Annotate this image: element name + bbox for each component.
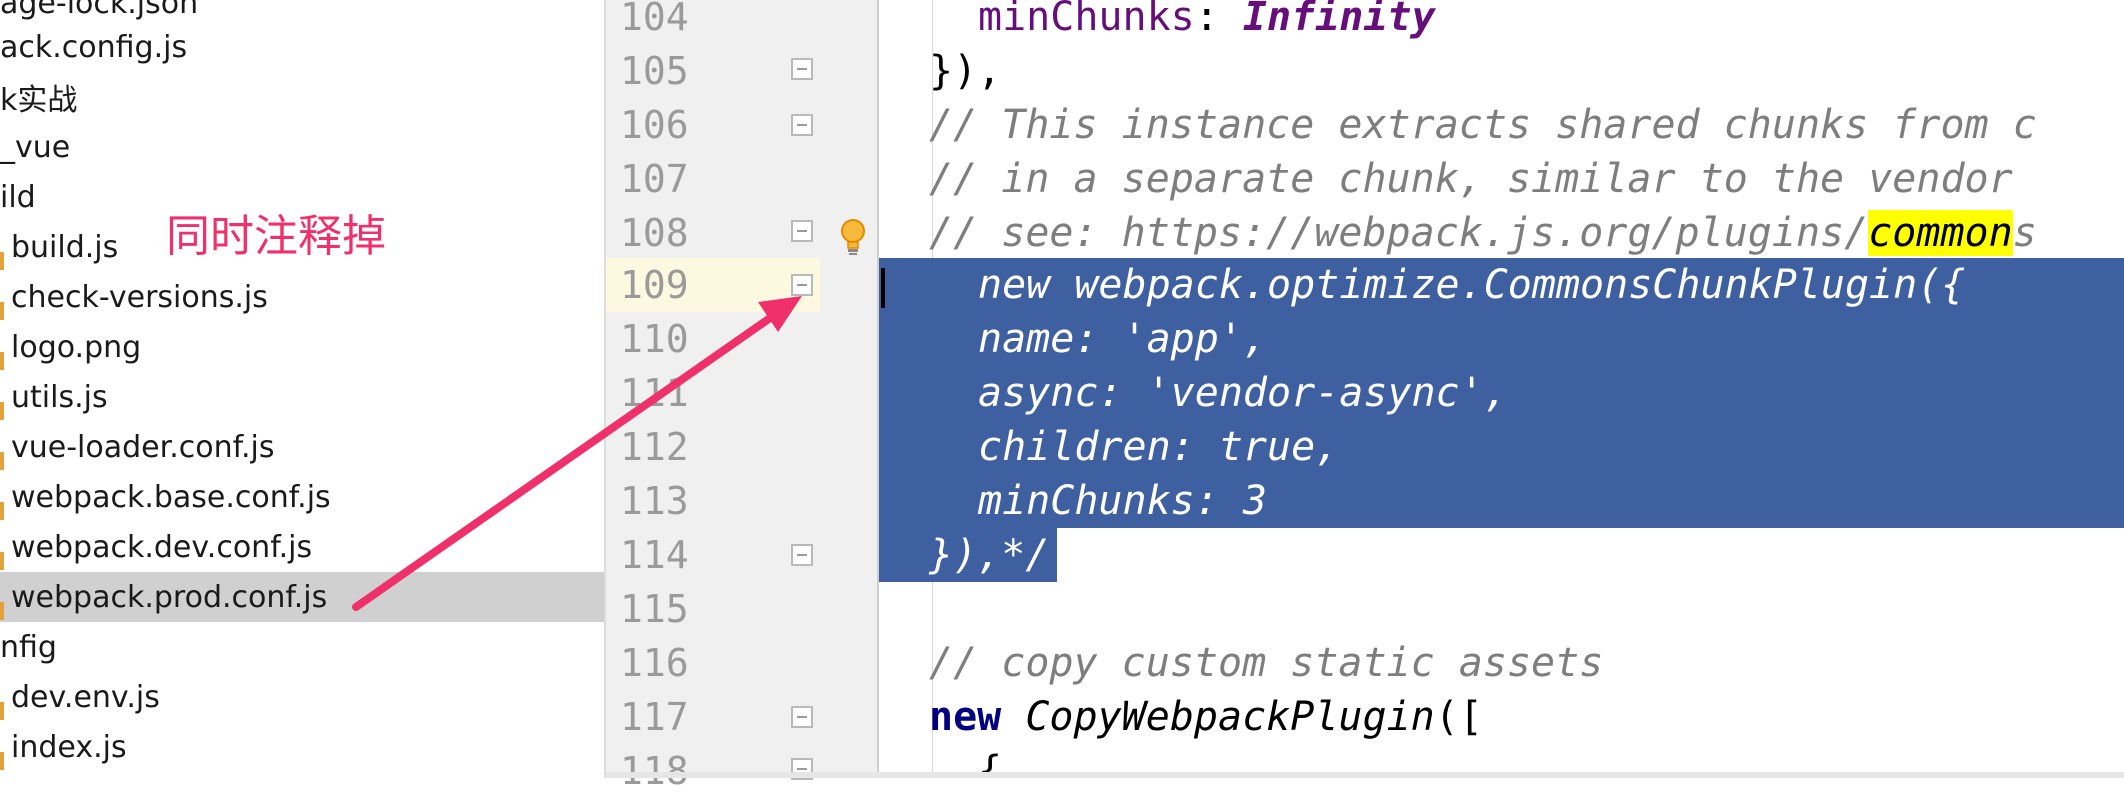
code-line-104[interactable]: minChunks: Infinity xyxy=(978,0,1436,44)
fold-start-icon[interactable] xyxy=(791,706,813,728)
js-file-icon xyxy=(0,302,4,320)
tree-item-label: build.js xyxy=(11,229,119,265)
gutter-separator xyxy=(877,0,879,778)
code-line-113[interactable]: minChunks: 3 xyxy=(978,478,1267,524)
tree-item-label: logo.png xyxy=(11,329,142,365)
js-file-icon xyxy=(0,402,4,420)
line-number[interactable]: 113 xyxy=(620,479,689,523)
tree-item-index-js[interactable]: index.js xyxy=(0,722,604,772)
tree-item-label: k实战 xyxy=(0,83,78,118)
tree-item-label: nfig xyxy=(0,629,57,665)
tree-item-label: check-versions.js xyxy=(11,279,268,315)
fold-end-icon[interactable] xyxy=(791,544,813,566)
js-file-icon xyxy=(0,702,4,720)
fold-start-icon[interactable] xyxy=(791,114,813,136)
line-number[interactable]: 108 xyxy=(620,211,689,255)
tree-folder-vue[interactable]: _vue xyxy=(0,122,604,172)
code-token-constant: Infinity xyxy=(1242,0,1436,40)
code-token-key: minChunks xyxy=(978,0,1195,40)
editor-gutter: 104 105 106 107 108 109 110 111 112 113 … xyxy=(606,0,880,793)
tree-item-webpack-base-conf[interactable]: webpack.base.conf.js xyxy=(0,472,604,522)
js-file-icon xyxy=(0,602,4,620)
js-file-icon xyxy=(0,752,4,770)
tree-item-label: utils.js xyxy=(11,379,108,415)
line-number[interactable]: 116 xyxy=(620,641,689,685)
code-line-112[interactable]: children: true, xyxy=(978,424,1340,470)
tree-item-webpack-prod-conf[interactable]: webpack.prod.conf.js xyxy=(0,572,604,622)
tree-folder-build[interactable]: ild xyxy=(0,172,604,222)
code-line-117[interactable]: new CopyWebpackPlugin([ xyxy=(929,690,1483,744)
code-line-110[interactable]: name: 'app', xyxy=(978,316,1267,362)
code-line-116[interactable]: // copy custom static assets xyxy=(929,640,1604,686)
tree-item-label: webpack.prod.conf.js xyxy=(11,579,328,615)
tree-item-label: webpack.dev.conf.js xyxy=(11,529,313,565)
text-caret xyxy=(881,268,885,308)
code-line-114[interactable]: }),*/ xyxy=(929,532,1050,578)
tree-item-utils-js[interactable]: utils.js xyxy=(0,372,604,422)
tree-item-package-lock[interactable]: age-lock.json xyxy=(0,0,604,28)
code-line-108[interactable]: // see: https://webpack.js.org/plugins/c… xyxy=(929,206,2037,260)
line-number[interactable]: 105 xyxy=(620,49,689,93)
text-selection xyxy=(879,528,1057,582)
code-line-107[interactable]: // in a separate chunk, similar to the v… xyxy=(929,156,2013,202)
code-token-class: CopyWebpackPlugin xyxy=(1025,694,1435,740)
code-line-106[interactable]: // This instance extracts shared chunks … xyxy=(929,102,2037,148)
js-file-icon xyxy=(0,252,4,270)
lightbulb-intention-icon[interactable] xyxy=(838,218,868,256)
tree-folder-config[interactable]: nfig xyxy=(0,622,604,672)
search-match-highlight: common xyxy=(1868,210,2013,256)
tree-item-label: webpack.base.conf.js xyxy=(11,479,331,515)
tree-item-label: _vue xyxy=(0,129,71,165)
horizontal-scrollbar[interactable] xyxy=(606,772,2124,778)
line-number[interactable]: 107 xyxy=(620,157,689,201)
tree-item-label: index.js xyxy=(11,729,127,765)
line-number[interactable]: 110 xyxy=(620,317,689,361)
line-number[interactable]: 115 xyxy=(620,587,689,631)
tree-item-build-js[interactable]: build.js xyxy=(0,222,604,272)
tree-item-vue-loader-conf[interactable]: vue-loader.conf.js xyxy=(0,422,604,472)
line-number[interactable]: 118 xyxy=(620,749,689,793)
js-file-icon xyxy=(0,552,4,570)
tree-item-webpack-dev-conf[interactable]: webpack.dev.conf.js xyxy=(0,522,604,572)
fold-end-icon[interactable] xyxy=(791,220,813,242)
annotation-label: 同时注释掉 xyxy=(166,211,386,262)
line-number[interactable]: 114 xyxy=(620,533,689,577)
fold-start-icon[interactable] xyxy=(791,274,813,296)
tree-folder-practice[interactable]: k实战 xyxy=(0,72,604,122)
code-token-colon: : xyxy=(1194,0,1243,40)
code-line-109[interactable]: new webpack.optimize.CommonsChunkPlugin(… xyxy=(978,262,1966,308)
code-token-punct: ([ xyxy=(1434,694,1483,740)
tree-item-logo-png[interactable]: logo.png xyxy=(0,322,604,372)
tree-item-label: dev.env.js xyxy=(11,679,160,715)
line-number[interactable]: 106 xyxy=(620,103,689,147)
line-number[interactable]: 112 xyxy=(620,425,689,469)
code-editor[interactable]: minChunks: Infinity }), // This instance… xyxy=(879,0,2124,778)
line-number[interactable]: 117 xyxy=(620,695,689,739)
code-token-keyword: new xyxy=(929,694,1002,740)
image-file-icon xyxy=(0,352,4,370)
js-file-icon xyxy=(0,502,4,520)
tree-item-label: age-lock.json xyxy=(0,0,199,21)
line-number[interactable]: 109 xyxy=(620,263,689,307)
code-comment-text: // see: https://webpack.js.org/plugins/ xyxy=(929,210,1869,256)
code-line-105[interactable]: }), xyxy=(929,48,1002,94)
line-number[interactable]: 111 xyxy=(620,371,689,415)
tree-item-check-versions[interactable]: check-versions.js xyxy=(0,272,604,322)
tree-item-webpack-config[interactable]: ack.config.js xyxy=(0,22,604,72)
tree-item-dev-env[interactable]: dev.env.js xyxy=(0,672,604,722)
fold-end-icon[interactable] xyxy=(791,58,813,80)
text-selection xyxy=(879,258,2124,528)
tree-item-label: ild xyxy=(0,179,36,215)
tree-item-label: ack.config.js xyxy=(0,29,188,65)
project-tree: age-lock.json ack.config.js k实战 _vue ild… xyxy=(0,0,604,778)
tree-item-label: vue-loader.conf.js xyxy=(11,429,275,465)
code-comment-text: s xyxy=(2012,210,2037,256)
line-number[interactable]: 104 xyxy=(620,0,689,39)
code-line-111[interactable]: async: 'vendor-async', xyxy=(978,370,1508,416)
js-file-icon xyxy=(0,452,4,470)
